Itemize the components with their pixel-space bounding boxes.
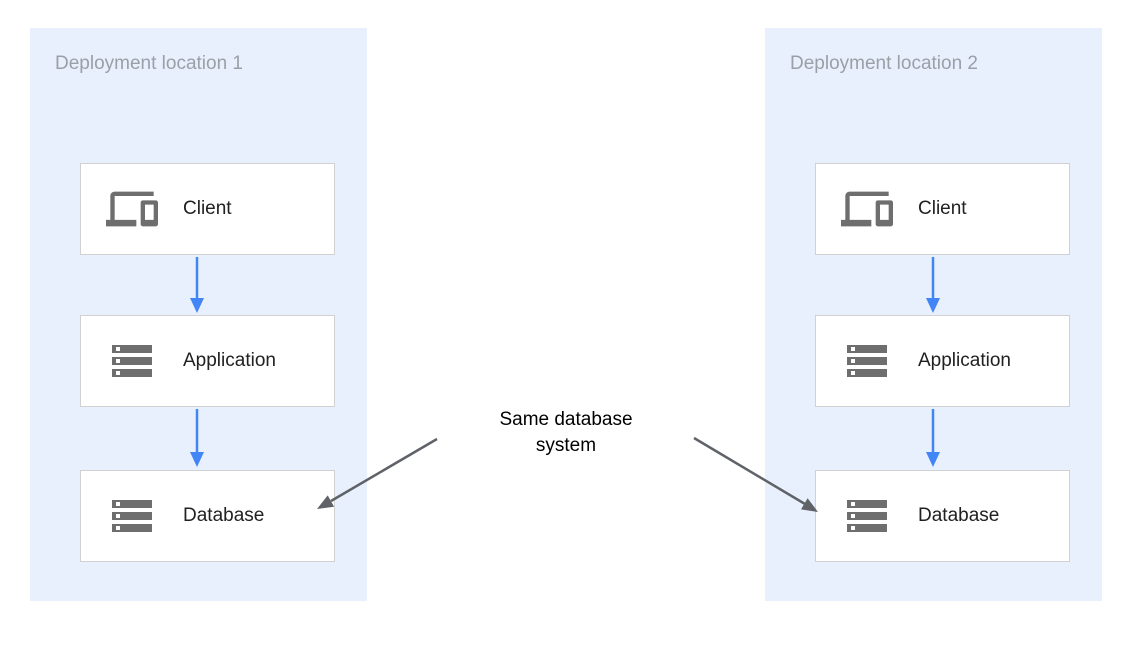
node-application-1: Application — [80, 315, 335, 407]
node-label: Client — [918, 198, 967, 219]
deployment-zone-1: Deployment location 1 Client Application — [30, 28, 367, 601]
devices-icon — [838, 180, 896, 238]
node-database-2: Database — [815, 470, 1070, 562]
annotation-same-database-system: Same database system — [499, 409, 633, 456]
deployment-zone-2: Deployment location 2 Client Application — [765, 28, 1102, 601]
node-label: Database — [183, 505, 265, 526]
devices-icon — [103, 180, 161, 238]
node-label: Application — [183, 350, 276, 371]
node-label: Client — [183, 198, 232, 219]
node-client-1: Client — [80, 163, 335, 255]
storage-icon — [103, 487, 161, 545]
node-application-2: Application — [815, 315, 1070, 407]
zone-1-title: Deployment location 1 — [55, 53, 243, 74]
node-label: Application — [918, 350, 1011, 371]
node-database-1: Database — [80, 470, 335, 562]
storage-icon — [838, 332, 896, 390]
storage-icon — [103, 332, 161, 390]
zone-2-title: Deployment location 2 — [790, 53, 978, 74]
node-client-2: Client — [815, 163, 1070, 255]
node-label: Database — [918, 505, 1000, 526]
storage-icon — [838, 487, 896, 545]
